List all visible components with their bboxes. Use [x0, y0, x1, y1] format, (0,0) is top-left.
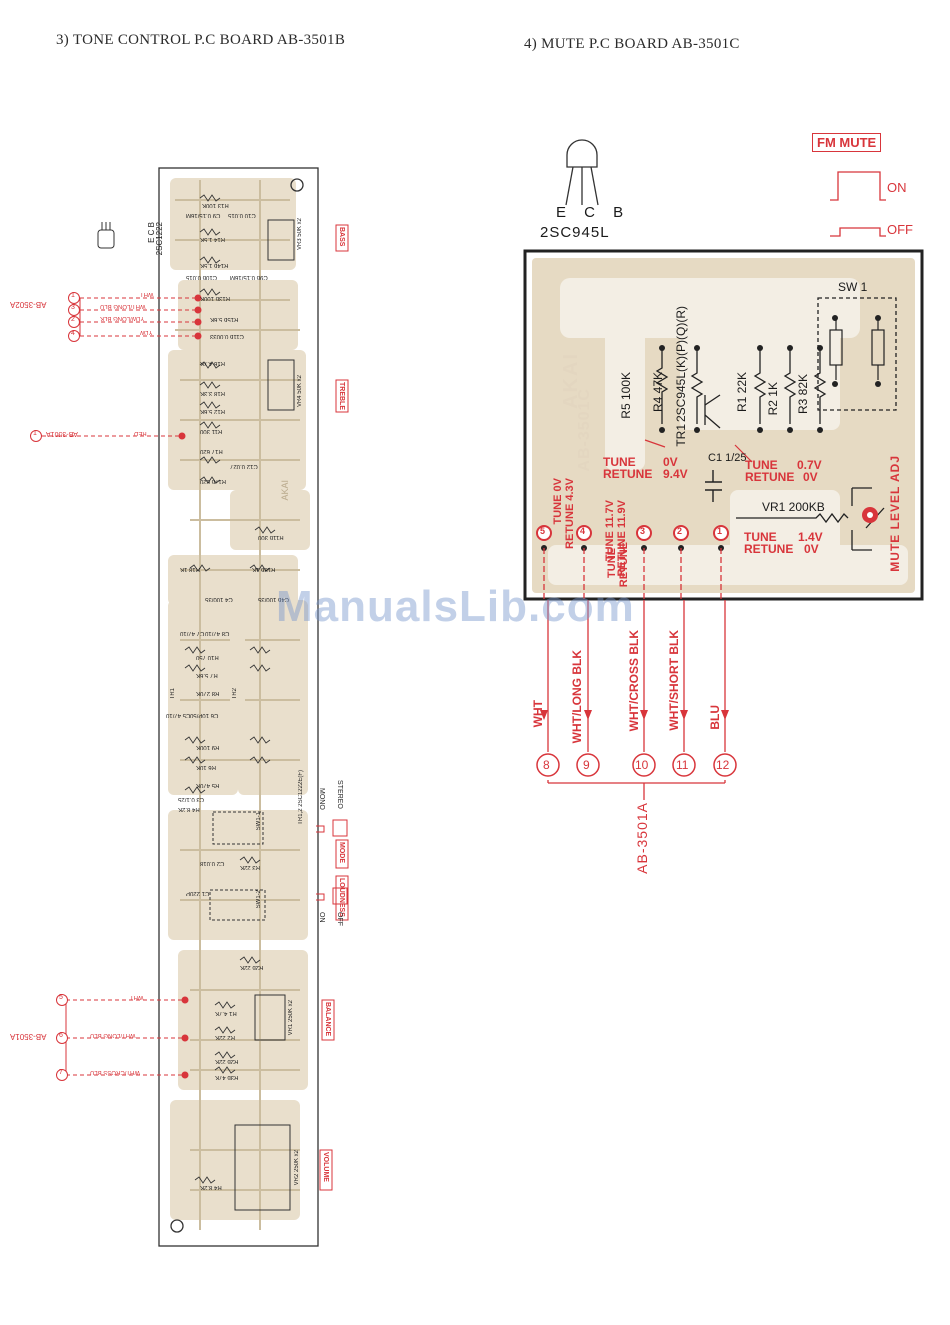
wire-label-blu: BLU	[708, 705, 722, 730]
mute-r1-label: R1 22K	[735, 372, 749, 413]
mute-r4-label: R4 47K	[651, 372, 665, 413]
top-connector-4-num: 4	[71, 330, 75, 337]
wire-label-wht: WHT	[531, 700, 545, 728]
mute-board-code: AB-3501C	[576, 388, 593, 472]
pin-1: 1	[717, 526, 723, 536]
mute-board-title: 4) MUTE P.C BOARD AB-3501C	[524, 36, 740, 52]
voltage-pin3-tune: TUNE	[606, 548, 618, 578]
fm-mute-title: FM MUTE	[812, 133, 882, 152]
dest-9: 9	[583, 758, 590, 772]
voltage-left-tune: TUNE	[603, 455, 636, 469]
dest-board-label: AB-3501A	[634, 802, 650, 874]
wire-label-wht-short-blk: WHT/SHORT BLK	[667, 630, 681, 731]
voltage-left-retune: RETUNE	[603, 467, 653, 481]
voltage-pin1-retune-v: 0V	[804, 542, 819, 556]
voltage-right-tune-v: 0.7V	[797, 458, 822, 472]
section-label-loudness: LOUDNESS	[338, 878, 345, 917]
section-label-volume: VOLUME	[322, 1152, 329, 1182]
top-connector-1-num: 1	[71, 292, 75, 299]
section-label-mode: MODE	[338, 842, 345, 863]
mute-level-adj-label: MUTE LEVEL ADJ	[888, 455, 902, 572]
mute-transistor-pins: E C B	[556, 204, 631, 221]
wire-label-wht-long-blk: WHT/LONG BLK	[570, 650, 584, 744]
section-label-treble: TREBLE	[338, 382, 345, 410]
mute-switch-label: SW 1	[838, 280, 868, 294]
mute-c1-label: C1 1/25	[708, 452, 747, 464]
pin-2: 2	[677, 526, 683, 536]
tone-transistor-icon	[97, 222, 115, 249]
voltage-pin5-retune: RETUNE 4.3V	[564, 478, 576, 549]
dest-12: 12	[716, 758, 730, 772]
switch-label-mono: MONO	[318, 788, 325, 810]
top-connector-3-num: 2	[71, 316, 75, 323]
tone-board-title: 3) TONE CONTROL P.C BOARD AB-3501B	[56, 32, 346, 48]
voltage-right-retune-v: 0V	[803, 470, 818, 484]
mute-r5-label: R5 100K	[619, 372, 633, 419]
voltage-pin1-tune: TUNE	[744, 530, 777, 544]
mute-transistor-icon	[565, 139, 599, 206]
dest-8: 8	[543, 758, 550, 772]
voltage-pin5-tune: TUNE 0V	[552, 478, 564, 525]
fm-mute-off: OFF	[887, 222, 913, 237]
mute-transistor-part: 2SC945L	[540, 224, 610, 241]
mute-tr1-label: TR1	[674, 424, 688, 447]
dest-10: 10	[635, 758, 649, 772]
pin-4: 4	[580, 526, 586, 536]
mute-r3-label: R3 82K	[796, 374, 810, 415]
mute-r2-label: R2 1K	[766, 382, 780, 416]
mute-vr1-label: VR1 200KB	[762, 500, 825, 514]
switch-label-off: OFF	[336, 912, 343, 926]
section-label-bass: BASS	[338, 227, 345, 247]
pin-5: 5	[540, 526, 546, 536]
voltage-right-tune: TUNE	[745, 458, 778, 472]
watermark: ManualsLib.com	[276, 582, 635, 631]
voltage-pin1-tune-v: 1.4V	[798, 530, 823, 544]
bottom-connector-6-num: 6	[59, 1032, 63, 1039]
switch-label-on: ON	[318, 912, 325, 923]
mute-transistor-label: 2SC945L(K)(P)(Q)(R)	[674, 306, 688, 423]
wire-label-wht-cross-blk: WHT/CROSS BLK	[627, 630, 641, 732]
dest-11: 11	[676, 758, 689, 772]
voltage-pin3-retune: RETUNE	[618, 542, 630, 588]
bottom-connector-7-num: 7	[59, 1069, 63, 1076]
voltage-right-retune: RETUNE	[745, 470, 795, 484]
voltage-left-retune-v: 9.4V	[663, 467, 688, 481]
top-connector-2-num: 3	[71, 304, 75, 311]
voltage-pin1-retune: RETUNE	[744, 542, 794, 556]
fm-mute-on: ON	[887, 180, 907, 195]
switch-label-stereo: STEREO	[336, 780, 343, 809]
pin-3: 3	[640, 526, 646, 536]
voltage-left-tune-v: 0V	[663, 455, 678, 469]
bottom-connector-5-num: 5	[59, 994, 63, 1001]
mid-connector-num: 1	[33, 430, 37, 437]
section-label-balance: BALANCE	[324, 1002, 331, 1037]
